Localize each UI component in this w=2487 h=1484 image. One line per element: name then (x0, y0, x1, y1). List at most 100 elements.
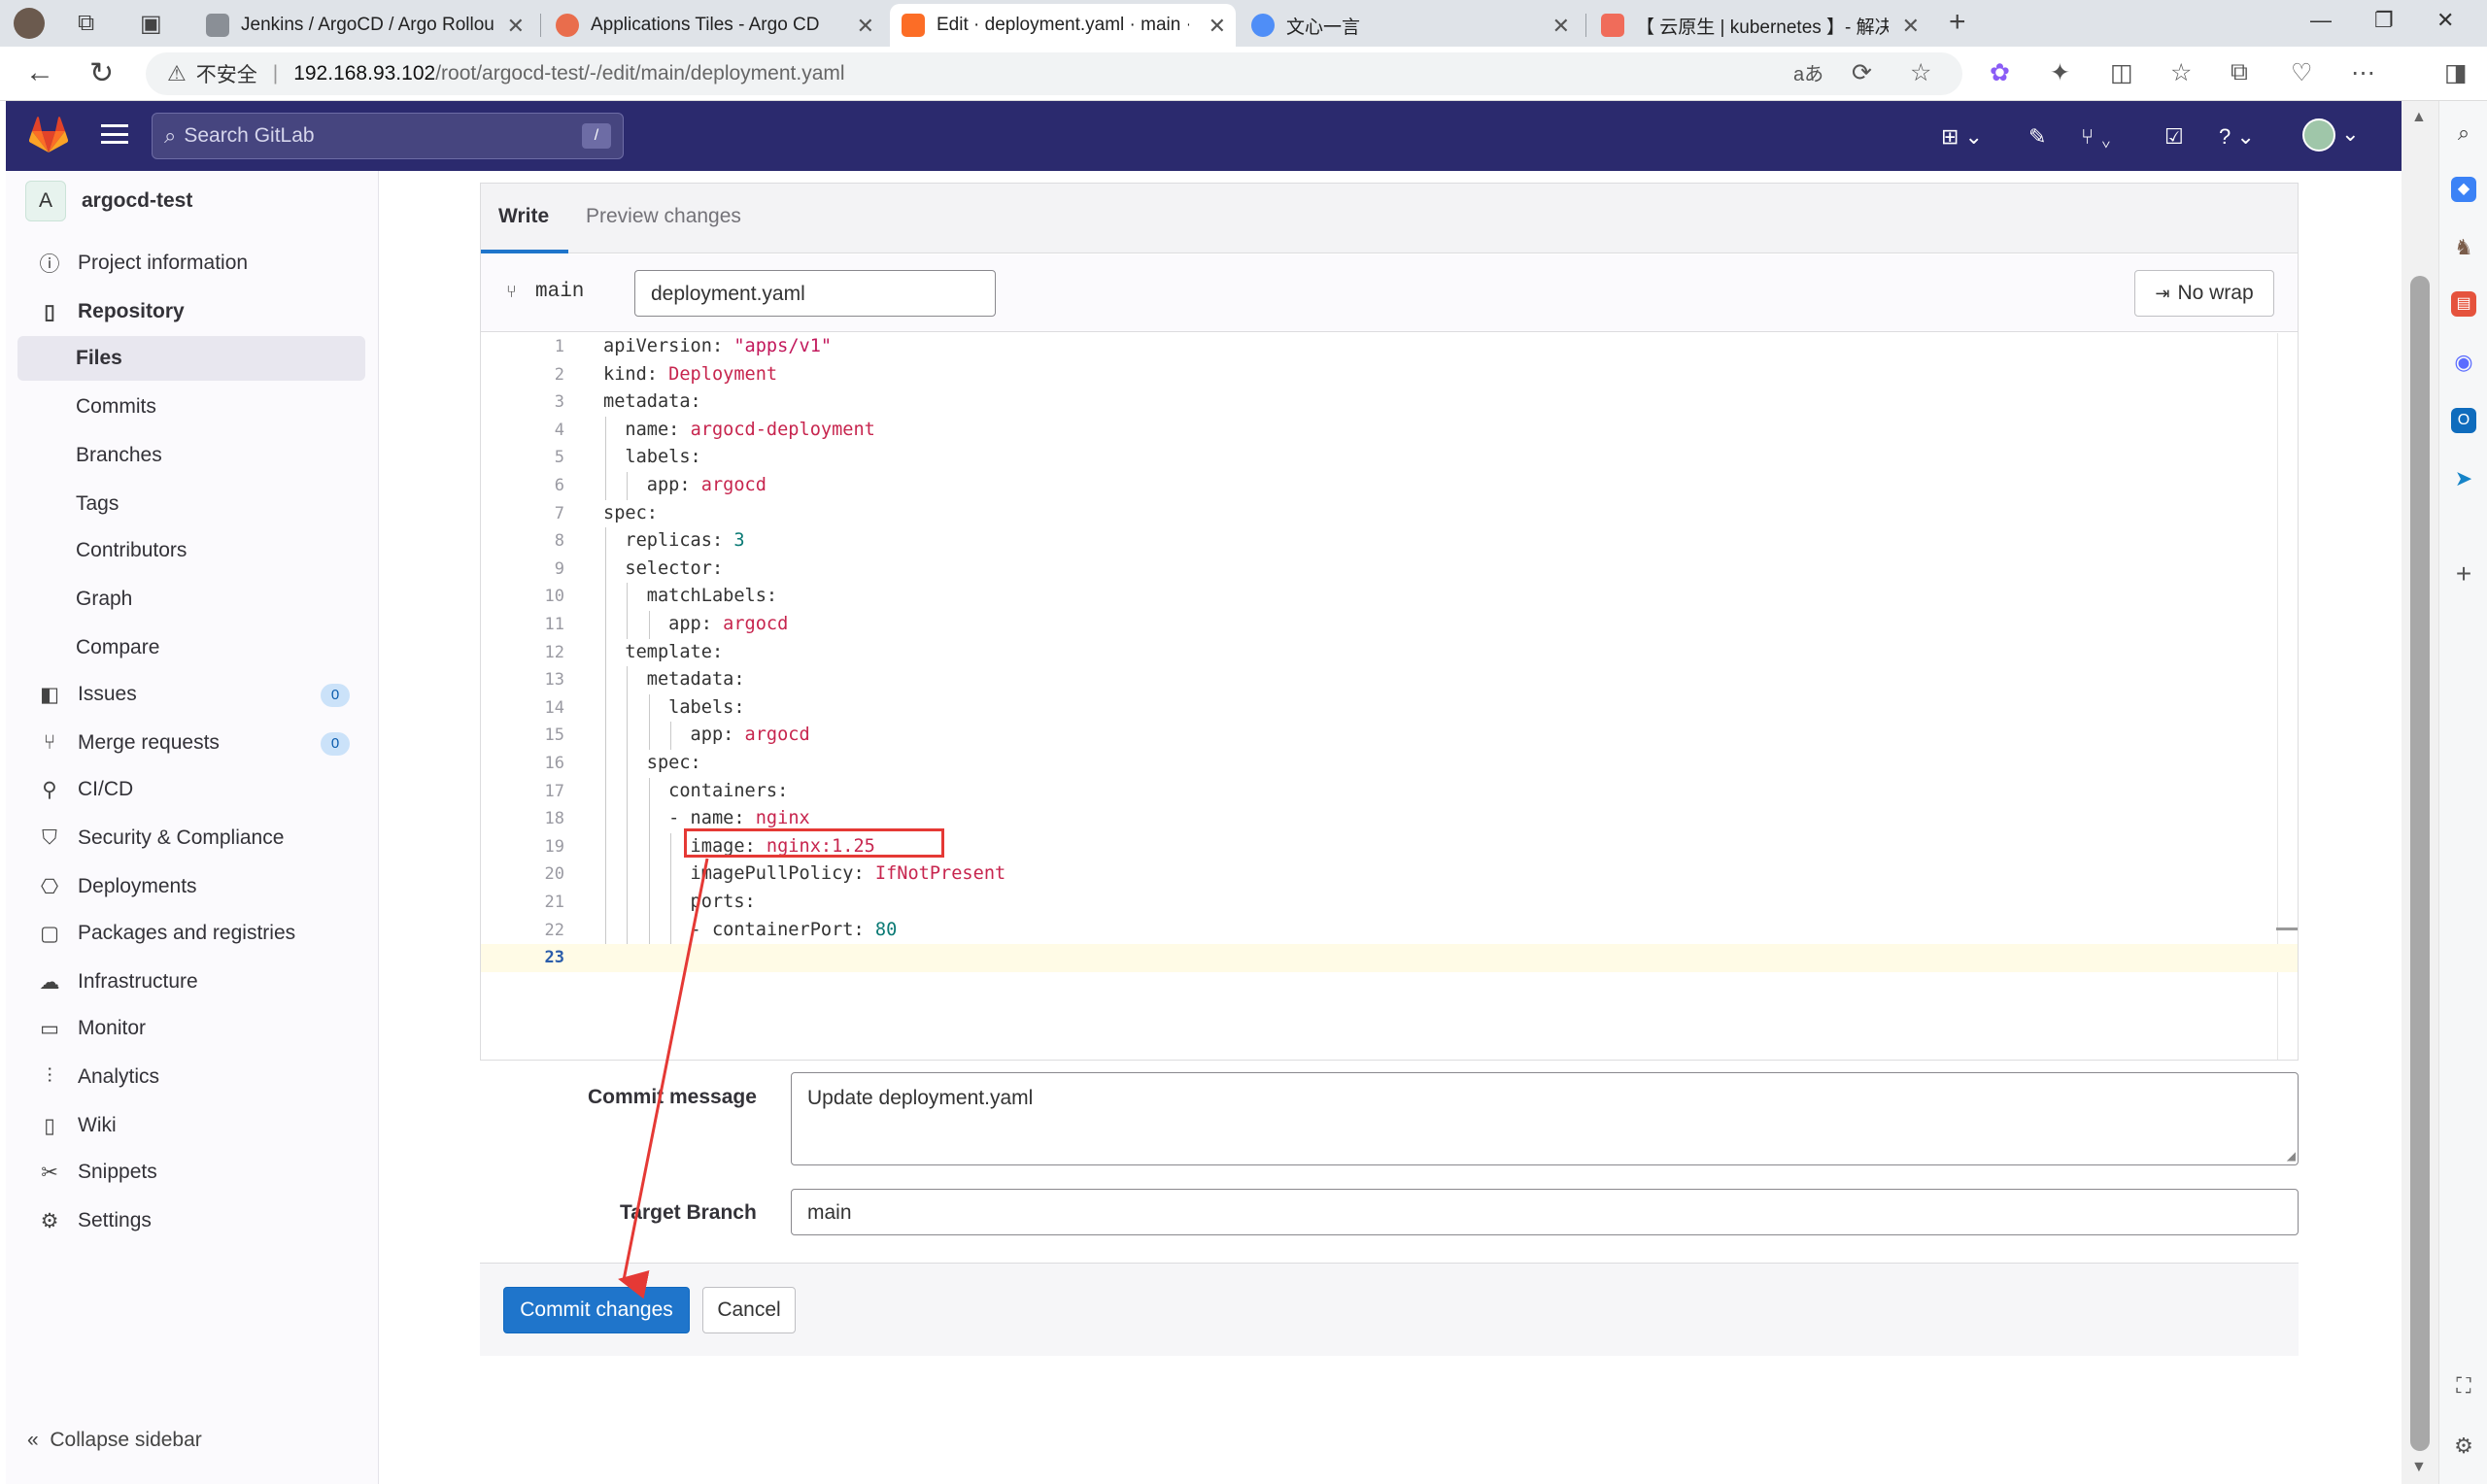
code-line[interactable]: 10 matchLabels: (481, 583, 2298, 611)
sidebar-item-project-information[interactable]: ⓘ Project information (17, 241, 365, 286)
sidebar-item-repository[interactable]: ▯ Repository (17, 289, 365, 334)
no-wrap-button[interactable]: ⇥ No wrap (2134, 270, 2274, 317)
tab-write[interactable]: Write (498, 205, 550, 227)
sidebar-item-snippets[interactable]: ✂ Snippets (17, 1150, 365, 1195)
close-tab-icon[interactable]: ✕ (1551, 14, 1570, 38)
sidebar-item-ci-cd[interactable]: ⚲ CI/CD (17, 767, 365, 812)
split-screen-icon[interactable]: ◫ (2110, 59, 2133, 86)
issues-icon[interactable]: ✎ (2028, 124, 2047, 149)
browser-tab-active[interactable]: Edit · deployment.yaml · main · A ✕ (890, 4, 1236, 47)
favorite-star-icon[interactable]: ☆ (1910, 59, 1932, 86)
code-line[interactable]: 20 imagePullPolicy: IfNotPresent (481, 860, 2298, 889)
tools-icon[interactable]: ▤ (2451, 291, 2476, 317)
screen-capture-icon[interactable]: ⛶ (2456, 1373, 2471, 1398)
add-icon[interactable]: + (2455, 558, 2472, 589)
editor-scrollbar[interactable] (2277, 333, 2278, 1060)
shopping-tag-icon[interactable]: ◆ (2451, 177, 2476, 202)
sidebar-item-packages-registries[interactable]: ▢ Packages and registries (17, 911, 365, 956)
code-line[interactable]: 5 labels: (481, 444, 2298, 472)
close-tab-icon[interactable]: ✕ (856, 14, 874, 38)
code-line[interactable]: 22 - containerPort: 80 (481, 917, 2298, 945)
code-line[interactable]: 13 metadata: (481, 666, 2298, 694)
favorites-icon[interactable]: ☆ (2170, 59, 2193, 86)
sidebar-item-compare[interactable]: Compare (17, 625, 365, 670)
close-tab-icon[interactable]: ✕ (1208, 14, 1226, 38)
tab-actions-icon[interactable]: ▣ (140, 11, 162, 37)
target-branch-input[interactable]: main (791, 1189, 2299, 1235)
menu-icon[interactable] (101, 124, 128, 144)
code-line[interactable]: 6 app: argocd (481, 472, 2298, 500)
code-line[interactable]: 12 template: (481, 639, 2298, 667)
cancel-button[interactable]: Cancel (702, 1287, 796, 1333)
todo-icon[interactable]: ☑ (2164, 124, 2184, 149)
workspaces-icon[interactable]: ⧉ (78, 10, 95, 36)
sidebar-item-files[interactable]: Files (17, 336, 365, 381)
back-icon[interactable]: ← (25, 56, 54, 88)
sidebar-item-branches[interactable]: Branches (17, 433, 365, 478)
sidebar-item-merge-requests[interactable]: ⑂ Merge requests 0 (17, 721, 365, 765)
sidebar-toggle-icon[interactable]: ◨ (2444, 59, 2468, 86)
resize-grip-icon[interactable]: ◢ (2286, 1149, 2296, 1163)
search-input[interactable]: ⌕ Search GitLab / (152, 113, 624, 159)
sidebar-item-analytics[interactable]: ⫶ Analytics (17, 1055, 365, 1099)
commit-message-textarea[interactable]: Update deployment.yaml ◢ (791, 1072, 2299, 1165)
games-icon[interactable]: ♞ (2454, 235, 2473, 259)
sidebar-item-commits[interactable]: Commits (17, 385, 365, 429)
tab-preview-changes[interactable]: Preview changes (586, 205, 741, 227)
sidebar-item-wiki[interactable]: ▯ Wiki (17, 1103, 365, 1148)
commit-changes-button[interactable]: Commit changes (503, 1287, 690, 1333)
code-line[interactable]: 16 spec: (481, 750, 2298, 778)
browser-tab[interactable]: Jenkins / ArgoCD / Argo Rollouts ✕ (194, 4, 534, 47)
code-line[interactable]: 18 - name: nginx (481, 805, 2298, 833)
close-window-icon[interactable]: ✕ (2436, 8, 2455, 32)
sidebar-item-security-compliance[interactable]: ⛉ Security & Compliance (17, 816, 365, 860)
browser-tab[interactable]: 文心一言 ✕ (1240, 4, 1580, 47)
profile-avatar-icon[interactable] (14, 8, 45, 39)
refresh-page-icon[interactable]: ⟳ (1852, 59, 1872, 86)
close-tab-icon[interactable]: ✕ (506, 14, 525, 38)
code-line[interactable]: 15 app: argocd (481, 722, 2298, 750)
close-tab-icon[interactable]: ✕ (1901, 14, 1920, 38)
scrollbar-thumb[interactable] (2410, 276, 2430, 1451)
translate-icon[interactable]: aあ (1793, 64, 1824, 85)
code-line[interactable]: 14 labels: (481, 694, 2298, 723)
project-header[interactable]: A argocd-test (25, 181, 192, 221)
sidebar-item-deployments[interactable]: ⎔ Deployments (17, 864, 365, 909)
search-icon[interactable]: ⌕ (2457, 120, 2470, 145)
browser-tab[interactable]: 【 云原生 | kubernetes 】- 解决A ✕ (1589, 4, 1929, 47)
sidebar-item-settings[interactable]: ⚙ Settings (17, 1198, 365, 1243)
sidebar-item-monitor[interactable]: ▭ Monitor (17, 1006, 365, 1051)
collapse-sidebar-button[interactable]: « Collapse sidebar (27, 1429, 202, 1452)
browser-essentials-icon[interactable]: ♡ (2291, 59, 2313, 86)
merge-requests-icon[interactable]: ⑂ ⌄ (2081, 124, 2113, 149)
minimize-icon[interactable]: — (2310, 8, 2332, 32)
help-icon[interactable]: ? ⌄ (2219, 124, 2255, 149)
page-scrollbar[interactable]: ▲ ▼ (2402, 101, 2438, 1484)
security-label[interactable]: 不安全 (195, 64, 257, 86)
code-line[interactable]: 11 app: argocd (481, 611, 2298, 639)
sidebar-item-infrastructure[interactable]: ☁ Infrastructure (17, 960, 365, 1004)
code-line[interactable]: 17 containers: (481, 778, 2298, 806)
m365-icon[interactable]: ◉ (2454, 350, 2473, 374)
create-new-icon[interactable]: ⊞ ⌄ (1941, 124, 1983, 149)
sidebar-item-contributors[interactable]: Contributors (17, 528, 365, 573)
browser-tab[interactable]: Applications Tiles - Argo CD ✕ (544, 4, 884, 47)
user-avatar-icon[interactable]: ⌄ (2302, 118, 2360, 152)
extensions-icon[interactable]: ✦ (2050, 59, 2070, 86)
gitlab-logo-icon[interactable] (29, 117, 68, 153)
settings-icon[interactable]: ⚙ (2454, 1433, 2473, 1458)
outlook-icon[interactable]: O (2451, 408, 2476, 433)
copilot-icon[interactable]: ✿ (1990, 59, 2010, 86)
code-line[interactable]: 4 name: argocd-deployment (481, 417, 2298, 445)
send-icon[interactable]: ➤ (2454, 466, 2473, 490)
code-line[interactable]: 23 (481, 944, 2298, 972)
sidebar-item-graph[interactable]: Graph (17, 577, 365, 622)
code-line[interactable]: 21 ports: (481, 889, 2298, 917)
new-tab-icon[interactable]: + (1949, 6, 1966, 38)
code-line[interactable]: 19 image: nginx:1.25 (481, 833, 2298, 861)
sidebar-item-issues[interactable]: ◧ Issues 0 (17, 672, 365, 717)
